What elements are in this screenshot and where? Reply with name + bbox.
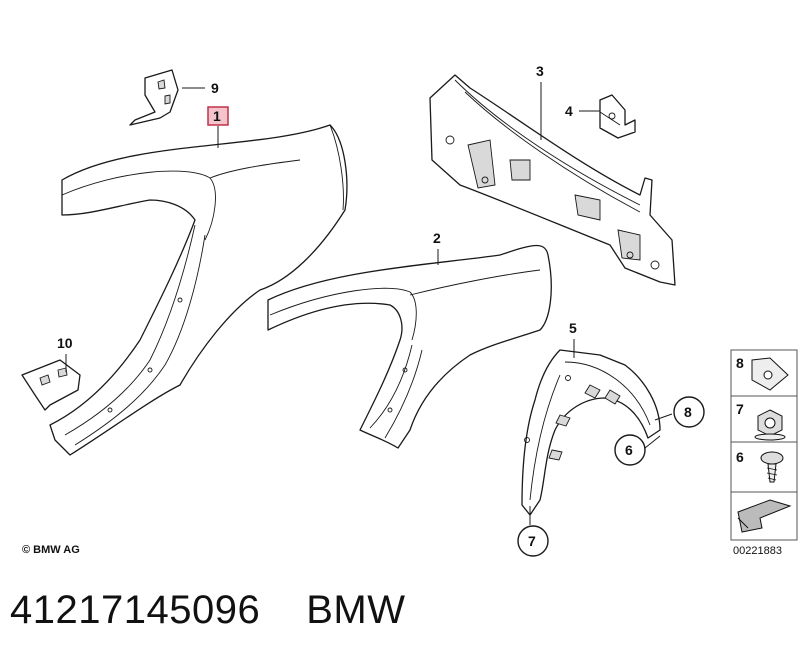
hex-nut-icon bbox=[754, 409, 786, 441]
callout-4: 4 bbox=[565, 103, 573, 119]
part-10-bracket[interactable] bbox=[21, 359, 81, 411]
brand-name: BMW bbox=[306, 588, 406, 632]
part-caption: 41217145096 BMW bbox=[10, 588, 451, 633]
screw-icon bbox=[760, 451, 784, 483]
callout-6: 6 bbox=[625, 442, 633, 458]
part-1-side-panel[interactable] bbox=[49, 124, 348, 456]
part-number: 41217145096 bbox=[10, 588, 261, 632]
callout-1: 1 bbox=[213, 108, 221, 124]
part-5-wheel-arch-liner[interactable] bbox=[521, 349, 661, 516]
arrow-icon bbox=[737, 499, 792, 533]
reference-number: 00221883 bbox=[733, 545, 782, 557]
legend-number-6: 6 bbox=[736, 449, 744, 465]
highlight-box bbox=[207, 106, 229, 126]
callout-8: 8 bbox=[684, 404, 692, 420]
part-2-side-panel[interactable] bbox=[267, 244, 552, 449]
legend-number-7: 7 bbox=[736, 401, 744, 417]
copyright-text: © BMW AG bbox=[22, 544, 80, 556]
callout-3: 3 bbox=[536, 63, 544, 79]
part-3-rear-panel[interactable] bbox=[429, 74, 676, 286]
callouts: 9 1 3 4 2 5 10 8 6 7 bbox=[57, 63, 705, 557]
part-9-bracket[interactable] bbox=[129, 69, 179, 126]
callout-5: 5 bbox=[569, 320, 577, 336]
fastener-legend: 8 7 6 00221883 bbox=[730, 349, 798, 557]
callout-10: 10 bbox=[57, 335, 73, 351]
part-4-bracket[interactable] bbox=[599, 94, 636, 139]
callout-9: 9 bbox=[211, 80, 219, 96]
clip-nut-icon bbox=[751, 357, 789, 391]
callout-7: 7 bbox=[528, 533, 536, 549]
callout-2: 2 bbox=[433, 230, 441, 246]
legend-number-8: 8 bbox=[736, 355, 744, 371]
